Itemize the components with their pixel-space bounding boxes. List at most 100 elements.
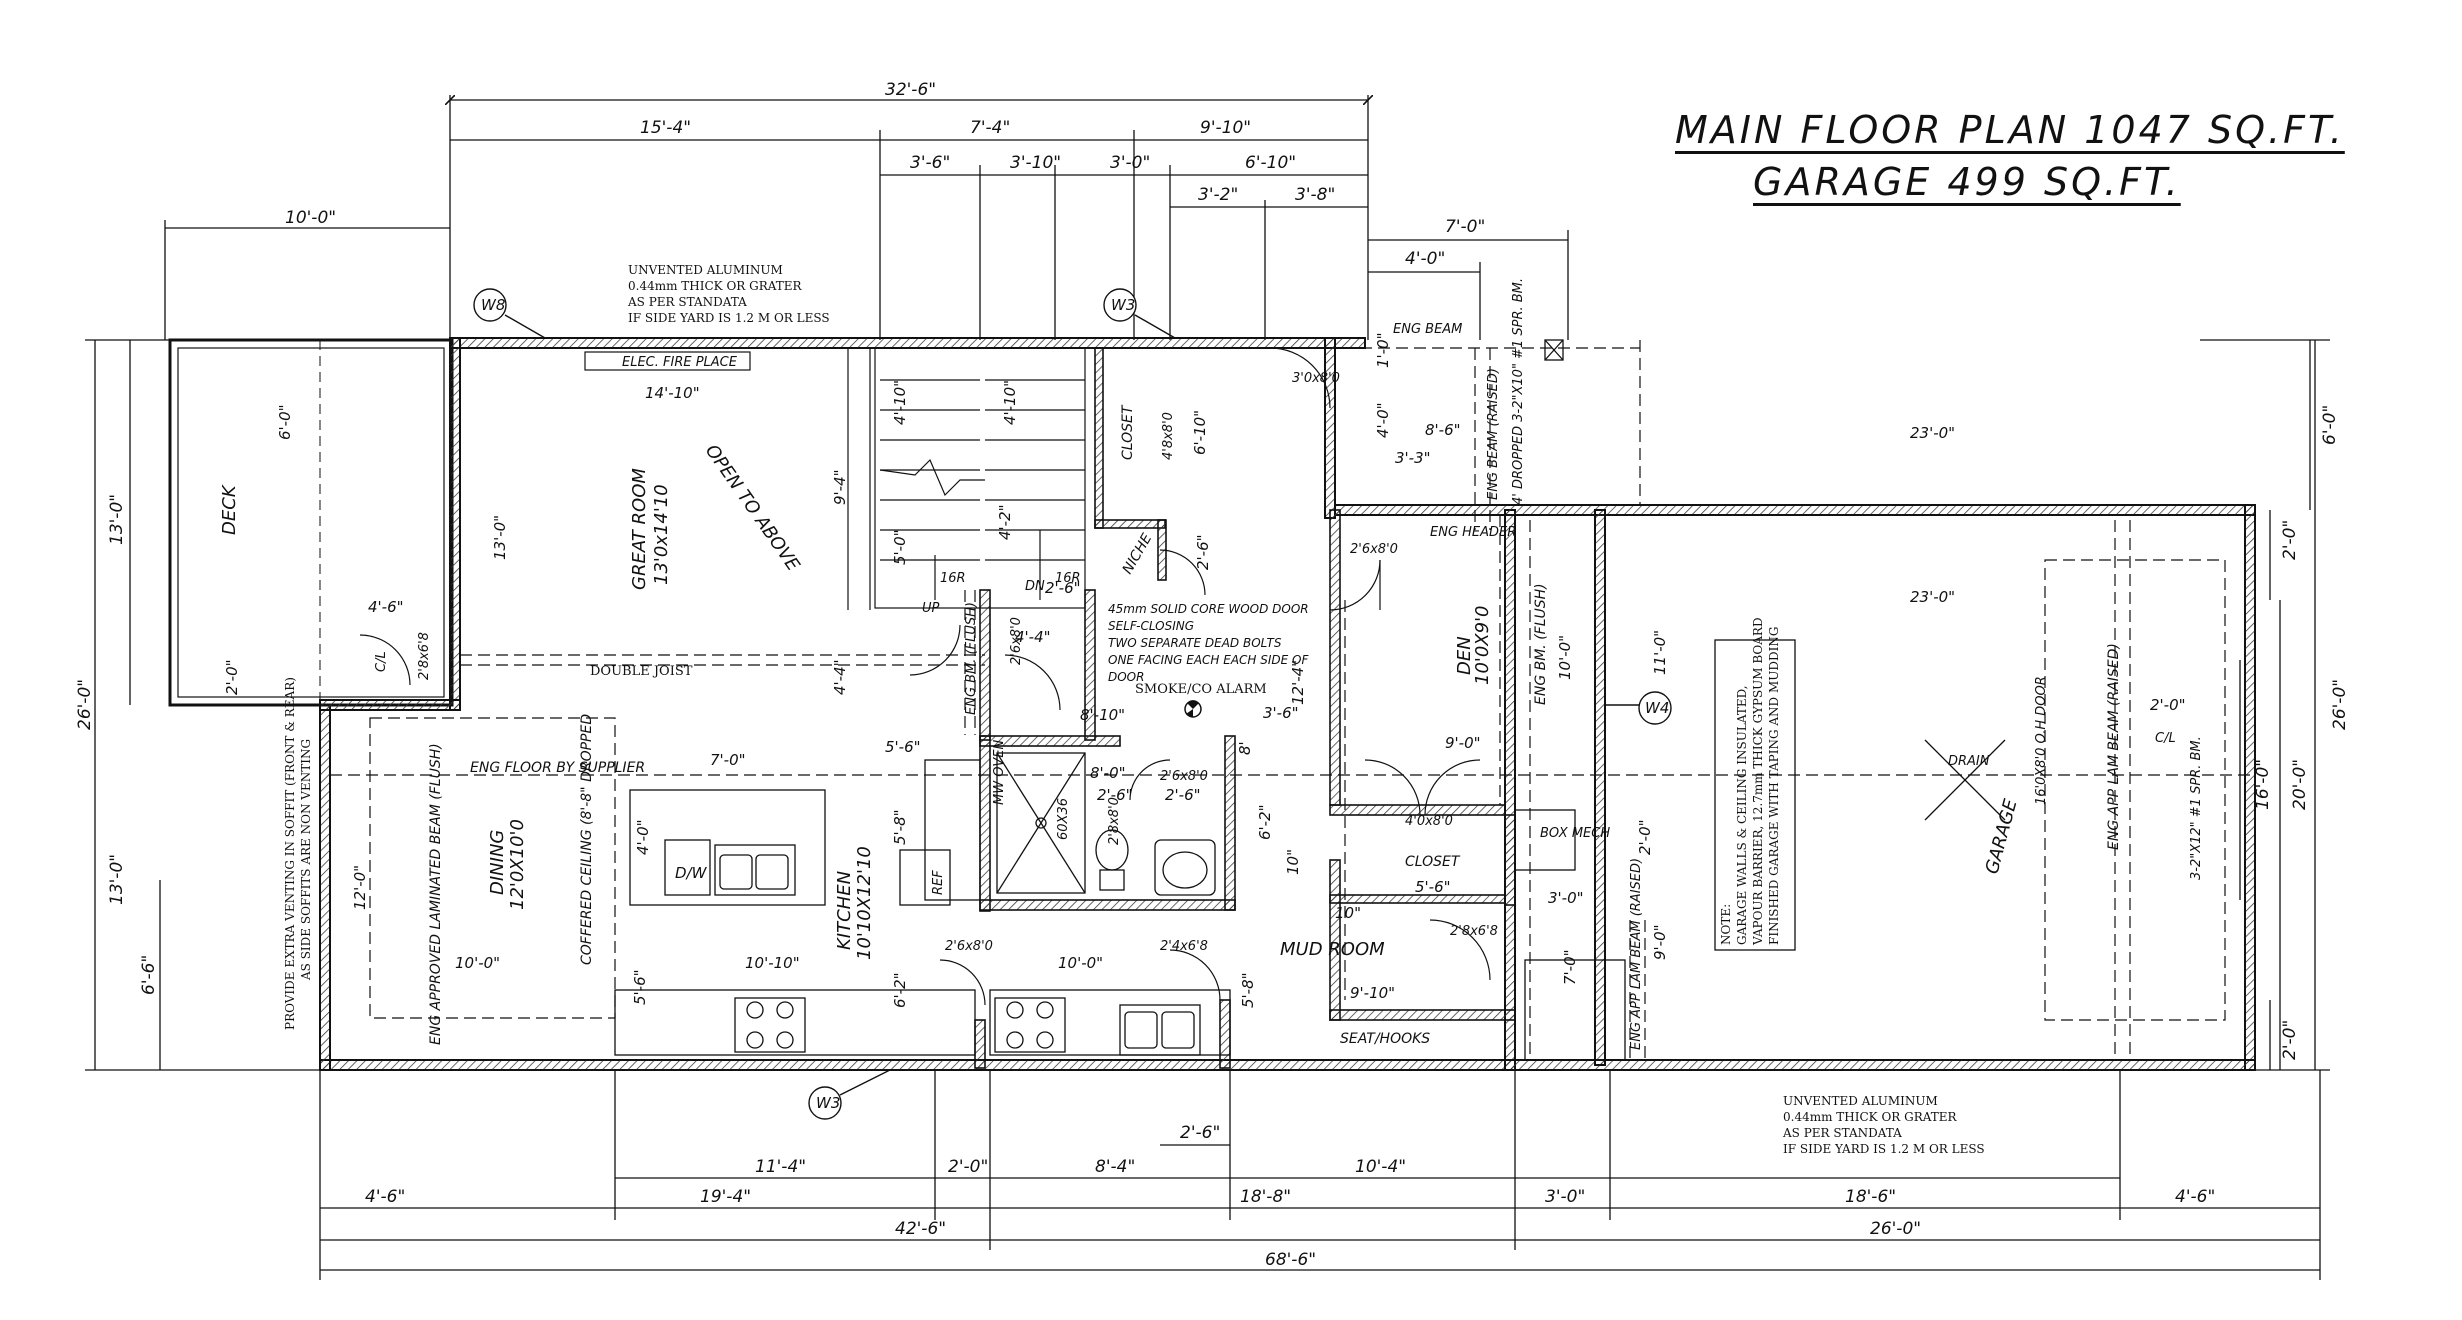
dim-bath-a: 8'-0": [1090, 764, 1126, 782]
room-kitchen: KITCHEN: [834, 871, 855, 950]
label-16r-b: 16R: [1055, 571, 1081, 586]
dim-bottom-overall: 68'-6": [1265, 1250, 1316, 1270]
note-door-1: 45mm SOLID CORE WOOD DOOR: [1108, 602, 1309, 616]
label-niche: NICHE: [1120, 531, 1156, 577]
door-2-8x8-0: 2'8x8'0: [1107, 797, 1122, 845]
dim-top-a: 3'-6": [910, 153, 950, 173]
room-kitchen-size: 10'10X12'10: [854, 846, 875, 960]
dim-mud-h: 7'-0": [1561, 949, 1579, 985]
label-16r-a: 16R: [940, 571, 966, 586]
dim-gr-height: 13'-0": [491, 515, 509, 560]
window-w3-bottom-label: W3: [816, 1094, 840, 1112]
label-mw-oven: MW OVEN: [992, 739, 1007, 805]
dim-right-b: 16'-0": [2253, 759, 2273, 810]
dim-garage-w: 23'-0": [1910, 424, 1955, 442]
dim-den-s: 10": [1284, 849, 1302, 875]
dim-bottom-c: 8'-4": [1095, 1157, 1135, 1177]
dim-hall-b: 4'-4": [1015, 628, 1051, 646]
note-vent-top-3: AS PER STANDATA: [627, 295, 747, 309]
label-eng-beam: ENG BEAM: [1393, 322, 1462, 337]
label-cl: C/L: [374, 651, 389, 672]
dim-stair-b: 4'-10": [1001, 380, 1019, 425]
label-elec-fireplace: ELEC. FIRE PLACE: [622, 355, 738, 370]
room-mud-room: MUD ROOM: [1280, 939, 1385, 960]
dim-garage-side: 11'-0": [1651, 630, 1669, 675]
note-vent-top-1: UNVENTED ALUMINUM: [628, 263, 783, 277]
label-eng-floor: ENG FLOOR BY SUPPLIER: [470, 760, 645, 776]
dim-landing: 4'-6": [368, 598, 404, 616]
label-lam-beam: ENG APPROVED LAMINATED BEAM (FLUSH): [428, 743, 444, 1045]
top-dimension-lines: [164, 95, 1569, 340]
dim-bottom-l: 42'-6": [895, 1219, 946, 1239]
note-garage-1: NOTE:: [1719, 904, 1733, 945]
dim-hall-d: 3'-6": [1263, 704, 1299, 722]
window-w3-top-label: W3: [1111, 296, 1135, 314]
staircase: [847, 347, 1086, 610]
dim-hall-a: 4'-4": [831, 659, 849, 695]
dim-den-w: 9'-0": [1445, 734, 1481, 752]
dim-bottom-h: 18'-8": [1240, 1187, 1291, 1207]
note-garage-4: FINISHED GARAGE WITH TAPING AND MUDDING: [1767, 627, 1781, 945]
dim-stair-d: 5'-0": [891, 529, 909, 565]
dim-top-b: 3'-10": [1010, 153, 1061, 173]
dim-left-bottom: 13'-0": [107, 854, 127, 905]
door-2-8x6-8-a: 2'8x6'8: [417, 632, 432, 680]
label-cl-garage: C/L: [2155, 731, 2176, 746]
dim-closet-h: 6'-10": [1191, 410, 1209, 455]
beam-dashes: [330, 340, 2250, 1060]
room-deck: DECK: [219, 484, 240, 535]
interior-walls: [974, 347, 1516, 1069]
dim-bath-e: 8': [1236, 741, 1254, 755]
label-garage-beam: ENG APP LAM BEAM (RAISED): [2106, 643, 2122, 850]
door-4-8x8-0: 4'8x8'0: [1161, 412, 1176, 460]
note-vent-top-4: IF SIDE YARD IS 1.2 M OR LESS: [628, 311, 830, 325]
door-3-0x8-0: 3'0x8'0: [1292, 371, 1340, 386]
label-smoke-alarm: SMOKE/CO ALARM: [1135, 682, 1267, 697]
dim-bath-d: 6'-2": [1256, 804, 1274, 840]
dim-closet-w: 5'-6": [1415, 878, 1451, 896]
side-dimension-lines: [85, 339, 2330, 1071]
dim-stair-a: 4'-10": [891, 380, 909, 425]
garage-fixtures: [1514, 339, 2006, 1061]
dim-bottom-b: 2'-0": [948, 1157, 988, 1177]
dim-left-top: 13'-0": [107, 494, 127, 545]
label-double-joist: DOUBLE JOIST: [590, 664, 693, 679]
dim-stair-c: 9'-4": [831, 469, 849, 505]
label-raised-beam: ENG BEAM (RAISED): [1486, 368, 1501, 500]
dim-garage-cl: 2'-0": [2150, 696, 2186, 714]
dim-top-d: 6'-10": [1245, 153, 1296, 173]
note-door-4: ONE FACING EACH EACH SIDE OF: [1108, 653, 1309, 667]
dim-bath-b: 2'-6": [1097, 786, 1133, 804]
dim-niche-b: 2'-6": [1194, 534, 1212, 570]
room-garage: GARAGE: [1982, 796, 2022, 876]
dim-mud-side: 3'-0": [1548, 889, 1584, 907]
kitchen-fixtures: [614, 759, 1231, 1056]
dim-kitchen-side: 4'-0": [634, 819, 652, 855]
dim-bath-c: 2'-6": [1165, 786, 1201, 804]
dim-kitchen-b: 6'-2": [891, 972, 909, 1008]
dim-top-c: 3'-0": [1110, 153, 1150, 173]
note-vent-bottom-1: UNVENTED ALUMINUM: [1783, 1094, 1938, 1108]
label-seat-hooks: SEAT/HOOKS: [1340, 1031, 1430, 1047]
label-overhead-door: 16'0X8'0 O.H DOOR: [2034, 676, 2049, 805]
dim-right-d: 2'-0": [2280, 520, 2300, 560]
window-marks: [473, 288, 1672, 1120]
dim-bottom-e: 2'-6": [1180, 1123, 1220, 1143]
dim-bottom-d: 10'-4": [1355, 1157, 1406, 1177]
note-soffit-2: AS SIDE SOFFITS ARE NON VENTING: [299, 739, 313, 981]
dim-top-right: 9'-10": [1200, 118, 1251, 138]
room-den-size: 10'0X9'0: [1472, 606, 1493, 686]
dim-den-s2: 10": [1335, 904, 1361, 922]
label-up: UP: [922, 601, 940, 616]
dim-bottom-i: 3'-0": [1545, 1187, 1585, 1207]
dim-stair-e: 4'-2": [996, 504, 1014, 540]
dim-dining-low: 10'-0": [455, 954, 500, 972]
label-flush-small: ENG BM. (FLUSH): [964, 602, 979, 715]
note-soffit-1: PROVIDE EXTRA VENTING IN SOFFIT (FRONT &…: [283, 677, 297, 1030]
bottom-dimension-lines: [319, 1070, 2321, 1280]
note-garage-3: VAPOUR BARRIER, 12.7mm THICK GYPSUM BOAR…: [1751, 617, 1765, 946]
door-swings: [359, 347, 1491, 1006]
note-vent-bottom-3: AS PER STANDATA: [1782, 1126, 1902, 1140]
label-ref: REF: [931, 870, 946, 895]
